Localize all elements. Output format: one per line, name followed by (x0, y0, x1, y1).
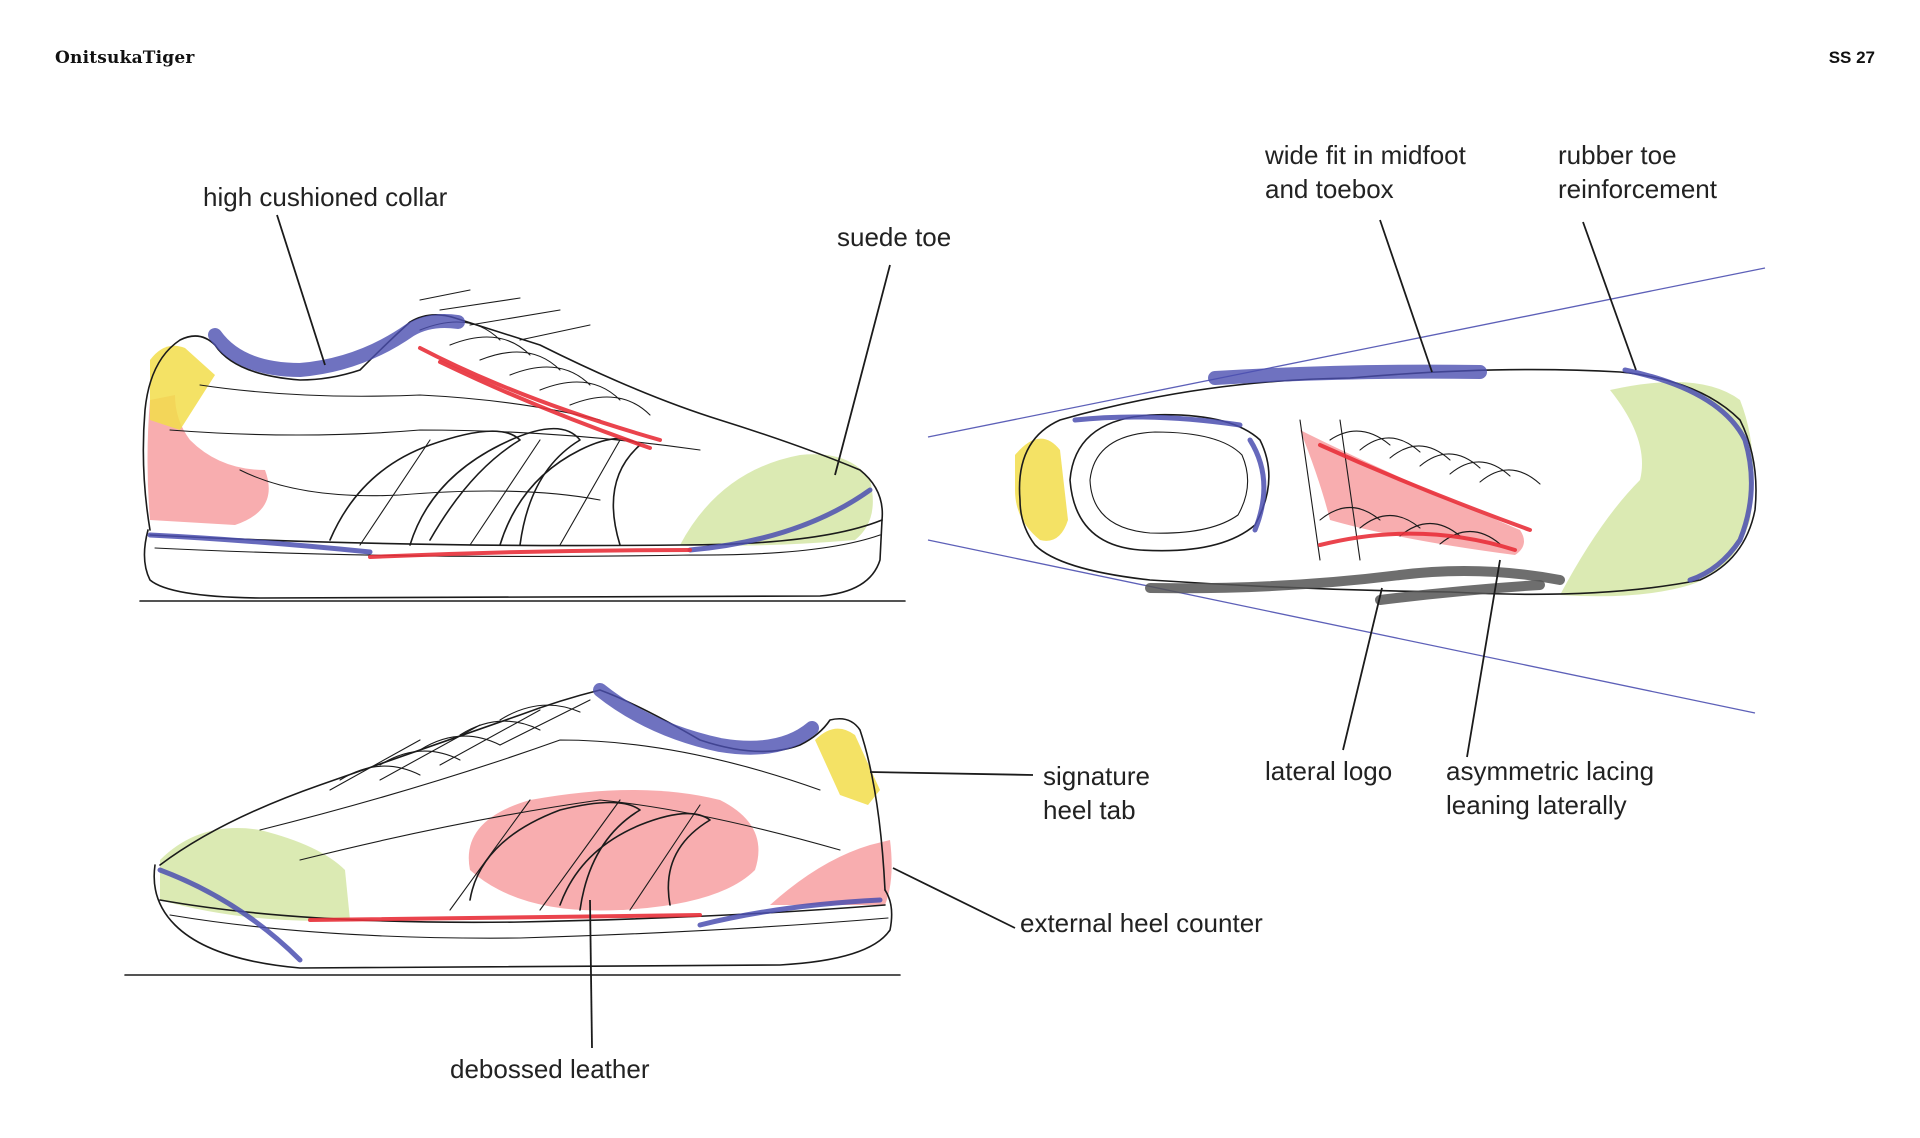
callout-external-heel-counter: external heel counter (1020, 908, 1263, 938)
medial-view-sketch (124, 683, 1034, 1049)
lateral-view-sketch (139, 214, 906, 602)
callout-wide-fit-line1: wide fit in midfoot (1265, 140, 1466, 170)
callout-rubber-toe-line1: rubber toe (1558, 140, 1677, 170)
callout-rubber-toe: rubber toe reinforcement (1558, 138, 1717, 206)
callout-suede-toe: suede toe (837, 222, 952, 252)
callout-heel-tab-line1: signature (1043, 761, 1150, 791)
top-view-sketch (927, 219, 1766, 758)
callout-asymmetric-lacing-line1: asymmetric lacing (1446, 756, 1655, 786)
callout-asymmetric-lacing: asymmetric lacing leaning laterally (1446, 754, 1654, 822)
callout-asymmetric-lacing-line2: leaning laterally (1446, 790, 1627, 820)
callout-debossed-leather: debossed leather (450, 1054, 650, 1084)
callout-wide-fit-line2: and toebox (1265, 174, 1394, 204)
season-code: SS 27 (1828, 48, 1875, 67)
callout-rubber-toe-line2: reinforcement (1558, 174, 1717, 204)
callout-wide-fit: wide fit in midfoot and toebox (1265, 138, 1466, 206)
callout-heel-tab-line2: heel tab (1043, 795, 1136, 825)
callout-lateral-logo: lateral logo (1265, 756, 1393, 786)
brand-logo: OnitsukaTiger (55, 48, 195, 68)
callout-high-cushioned-collar: high cushioned collar (203, 182, 448, 212)
callout-heel-tab: signature heel tab (1043, 759, 1150, 827)
